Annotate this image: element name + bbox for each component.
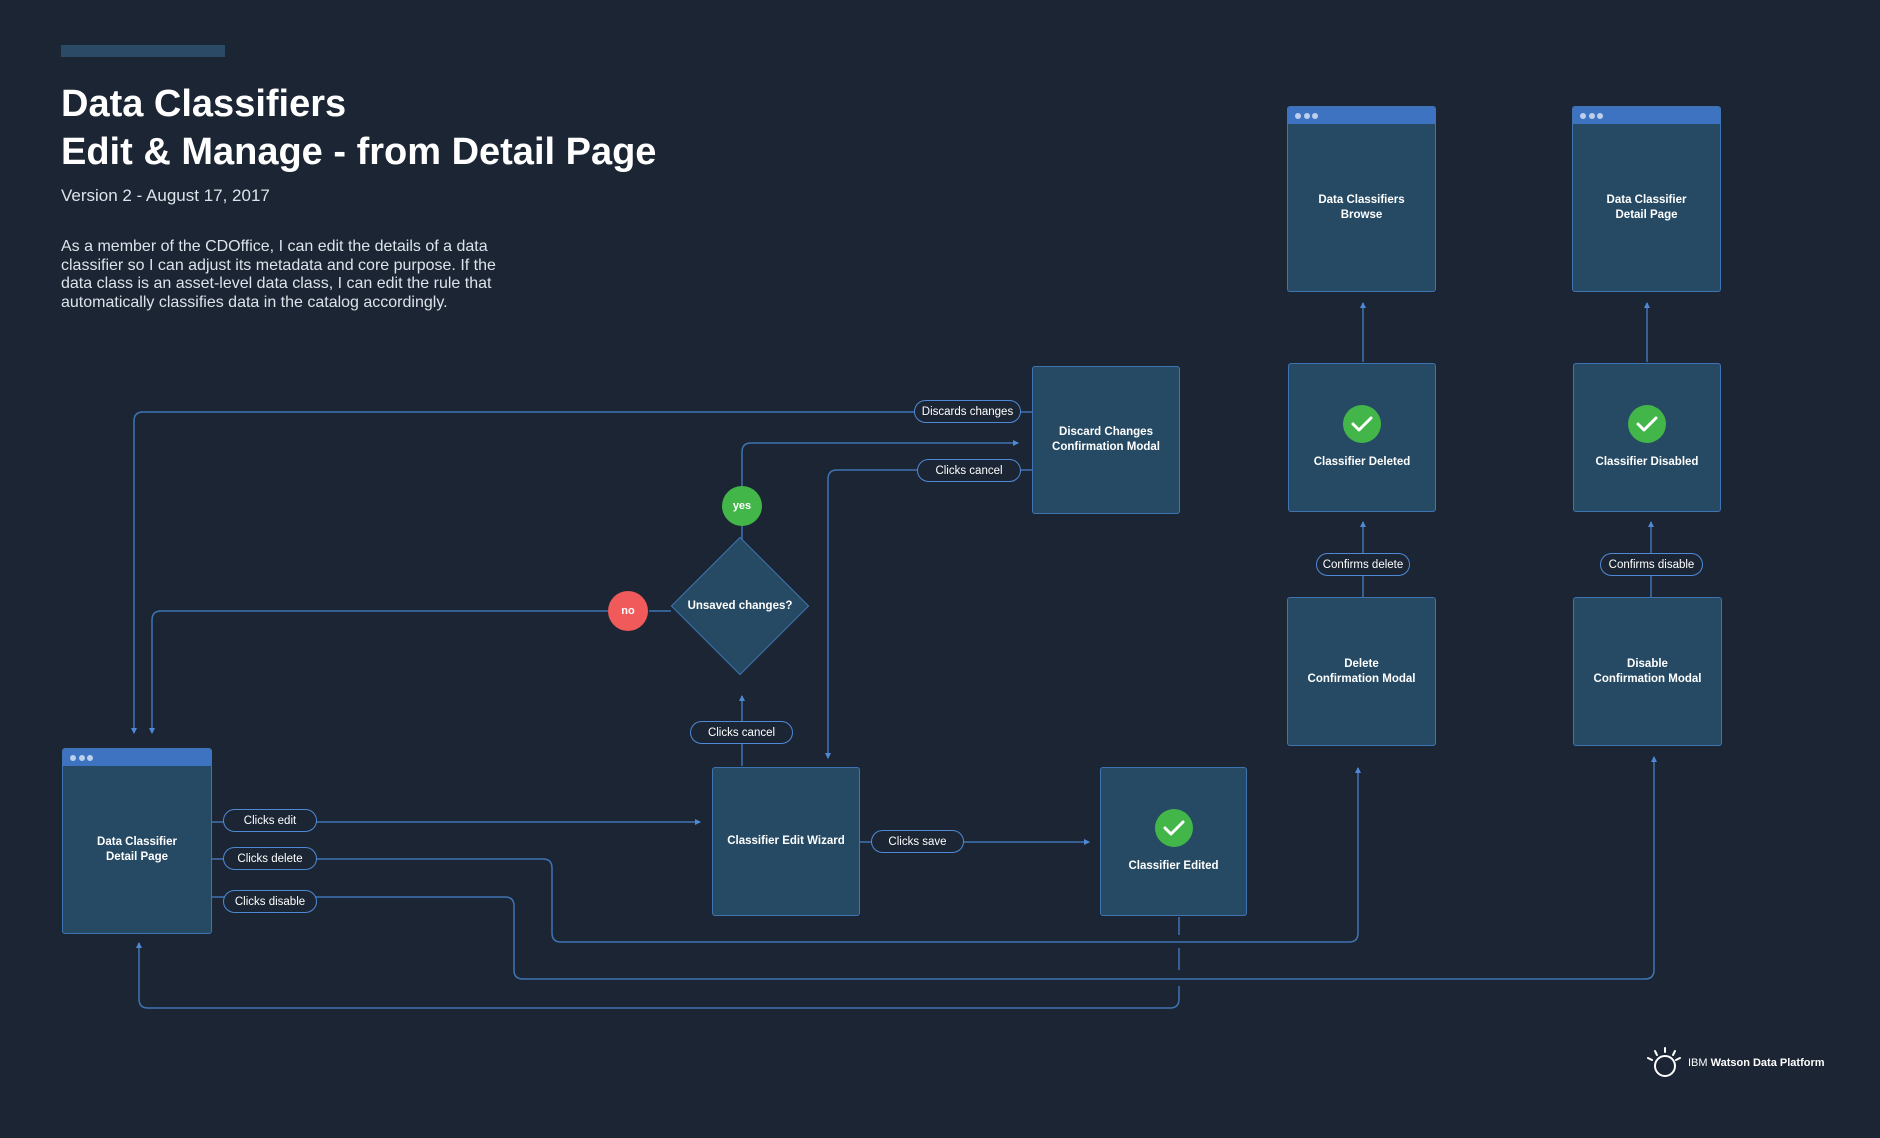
node-label: Disable Confirmation Modal	[1593, 657, 1702, 685]
edge-label-clicks-cancel-wizard: Clicks cancel	[690, 721, 793, 744]
node-label: Delete Confirmation Modal	[1307, 657, 1416, 685]
decision-label: Unsaved changes?	[687, 600, 793, 612]
edge-yes-up	[741, 440, 1019, 487]
node-label: Classifier Edited	[1128, 860, 1219, 872]
version-text: Version 2 - August 17, 2017	[61, 186, 270, 205]
edge-label-clicks-delete: Clicks delete	[223, 847, 317, 870]
edge-label-clicks-cancel-modal: Clicks cancel	[917, 459, 1021, 482]
brand-prefix: IBM	[1688, 1057, 1708, 1069]
edge-label-discards-changes: Discards changes	[914, 400, 1021, 423]
edit-wizard-node: Classifier Edit Wizard	[712, 767, 860, 916]
disable-modal-node: Disable Confirmation Modal	[1573, 597, 1722, 746]
edge-label-clicks-save: Clicks save	[871, 830, 964, 853]
classifier-deleted-node: Classifier Deleted	[1288, 363, 1436, 512]
check-icon	[1343, 405, 1381, 443]
ibm-watson-logo: IBM Watson Data Platform	[1646, 1046, 1825, 1080]
edge-edited-to-detail	[139, 917, 1180, 1009]
edge-clicks-disable	[211, 756, 1657, 980]
check-icon	[1628, 405, 1666, 443]
node-label: Discard Changes Confirmation Modal	[1052, 426, 1160, 453]
edge-modal-cancel	[825, 469, 1032, 759]
edge-clicks-delete	[211, 767, 1361, 943]
classifier-disabled-node: Classifier Disabled	[1573, 363, 1721, 512]
delete-modal-node: Delete Confirmation Modal	[1287, 597, 1436, 746]
check-icon	[1154, 809, 1193, 847]
browse-page-node: Data Classifiers Browse	[1287, 106, 1436, 292]
node-label: Data Classifier Detail Page	[1606, 194, 1687, 221]
node-label: Data Classifiers Browse	[1318, 194, 1405, 221]
node-label: Classifier Disabled	[1595, 456, 1699, 468]
description-text: As a member of the CDOffice, I can edit …	[61, 238, 496, 311]
node-label: Data Classifier Detail Page	[97, 836, 177, 863]
classifier-edited-node: Classifier Edited	[1100, 767, 1247, 916]
edge-label-clicks-disable: Clicks disable	[223, 890, 317, 913]
detail-page-end-node: Data Classifier Detail Page	[1572, 106, 1721, 292]
browser-chrome	[1288, 107, 1435, 124]
edge-label-clicks-edit: Clicks edit	[223, 809, 317, 832]
brand-name: Watson Data Platform	[1710, 1057, 1825, 1069]
watson-icon	[1647, 1047, 1681, 1077]
title-accent-bar	[61, 45, 225, 57]
edge-label-confirms-delete: Confirms delete	[1316, 553, 1410, 576]
node-label: Classifier Edit Wizard	[727, 835, 845, 847]
edge-no-to-detail	[149, 610, 610, 734]
node-label: Classifier Deleted	[1313, 456, 1411, 468]
edge-discards	[131, 411, 1032, 734]
yes-badge: yes	[722, 486, 762, 526]
page-title: Data Classifiers Edit & Manage - from De…	[61, 80, 656, 176]
browser-chrome	[63, 749, 211, 766]
detail-page-start-node: Data Classifier Detail Page	[62, 748, 212, 934]
no-badge: no	[608, 591, 648, 631]
title-line-2: Edit & Manage - from Detail Page	[61, 131, 657, 173]
title-line-1: Data Classifiers	[61, 83, 347, 125]
brand-text: IBM Watson Data Platform	[1688, 1057, 1825, 1069]
discard-modal-node: Discard Changes Confirmation Modal	[1032, 366, 1180, 514]
browser-chrome	[1573, 107, 1720, 124]
edge-label-confirms-disable: Confirms disable	[1600, 553, 1703, 576]
